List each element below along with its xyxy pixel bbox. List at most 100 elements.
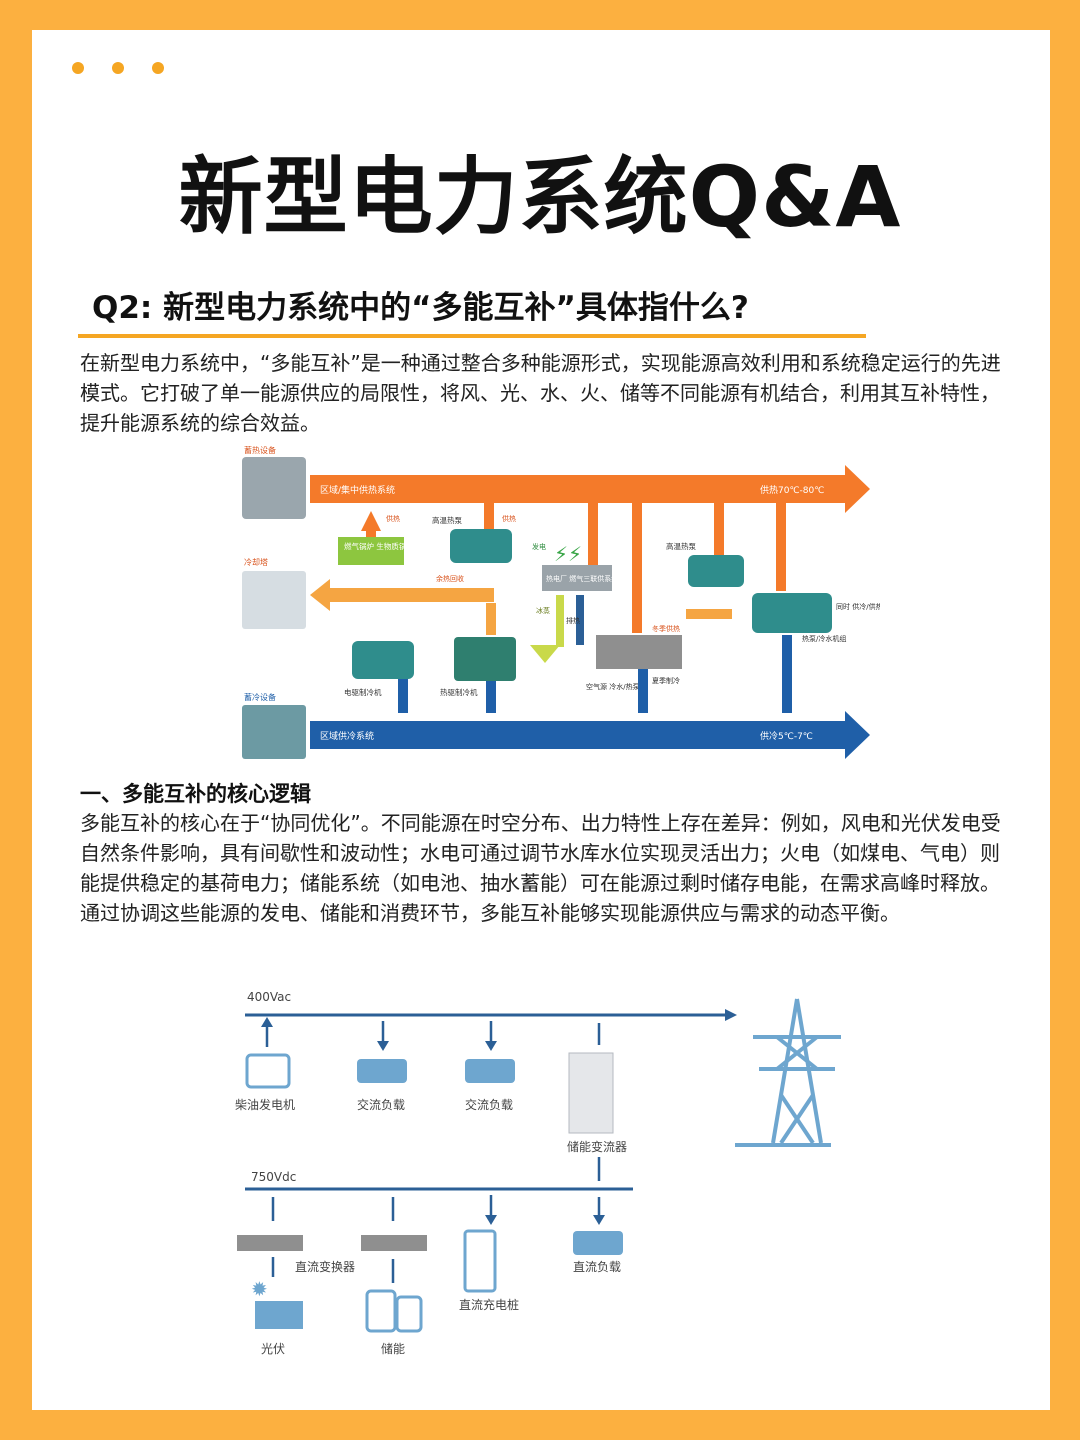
cooling-tower-label: 冷却塔 — [244, 557, 268, 567]
heating-arrow-head — [845, 465, 870, 513]
dc-converter-label: 直流变换器 — [295, 1259, 355, 1274]
heat-pump-2-up-arrow — [714, 503, 724, 555]
ac-load-1-arrow-head — [377, 1041, 389, 1051]
intro-paragraph: 在新型电力系统中，“多能互补”是一种通过整合多种能源形式，实现能源高效利用和系统… — [80, 351, 1001, 435]
air-source-label: 空气源 冷水/热泵 — [586, 682, 640, 691]
air-source-up-arrow — [632, 503, 642, 633]
heat-pump-2-label: 高温热泵 — [666, 541, 696, 551]
heating-line-label: 区域/集中供热系统 — [320, 484, 395, 496]
pcs-label: 储能变流器 — [567, 1139, 627, 1154]
diesel-generator-icon — [245, 1053, 291, 1089]
boiler-box — [338, 537, 404, 565]
heat-pump-1-image — [450, 529, 512, 563]
cooling-line-label: 区域供冷系统 — [320, 730, 374, 742]
hp-chiller-image — [752, 593, 832, 633]
energy-system-diagram: 区域/集中供热系统 供热70℃-80℃ 区域供冷系统 供冷5℃-7℃ 蓄热设备 … — [242, 445, 880, 759]
electric-chiller-down-arrow — [398, 679, 408, 713]
exhaust-line — [576, 595, 584, 645]
storage-heat-image — [242, 457, 306, 519]
heat-pump-1-up-arrow — [484, 503, 494, 529]
cooling-tower-image — [242, 571, 306, 629]
ac-load-1-icon — [357, 1059, 407, 1083]
content-card — [32, 30, 1050, 1410]
electric-chiller-label: 电驱制冷机 — [344, 687, 382, 697]
boiler-up-arrow — [361, 511, 381, 531]
ac-bus-label: 400Vac — [247, 990, 291, 1004]
dot-icon — [152, 62, 164, 74]
question-underline — [78, 334, 866, 338]
steam-arrow-head — [530, 645, 560, 663]
heat-pump-2-image — [688, 555, 744, 587]
ac-load-2-icon — [465, 1059, 515, 1083]
dot-icon — [72, 62, 84, 74]
winter-heat-arrow — [686, 609, 732, 619]
boiler-label: 燃气锅炉 生物质锅炉 — [344, 541, 414, 551]
lightning-icon: ⚡⚡ — [554, 542, 582, 566]
summer-cool-label: 夏季制冷 — [652, 676, 680, 685]
dc-load-arrow-head — [593, 1215, 605, 1225]
exhaust-label: 排热 — [566, 616, 580, 625]
transmission-tower-icon — [735, 998, 841, 1147]
dc-load-label: 直流负载 — [573, 1260, 621, 1274]
cooling-line — [310, 721, 850, 749]
waste-heat-arrow-head — [310, 579, 330, 611]
diesel-arrow-head — [261, 1017, 273, 1027]
section-heading: 一、多能互补的核心逻辑 — [80, 782, 311, 806]
battery-2-icon — [395, 1295, 423, 1333]
waste-heat-arrow — [326, 588, 494, 602]
dc-converter-1-icon — [237, 1235, 303, 1251]
ac-bus-arrow-head — [725, 1009, 737, 1021]
heat-driven-chiller-up-arrow — [486, 603, 496, 635]
hp-chiller-down-arrow — [782, 635, 792, 713]
storage-cold-label: 蓄冷设备 — [244, 692, 276, 702]
cooling-arrow-head — [845, 711, 870, 759]
air-source-image — [596, 635, 682, 669]
solar-panel-icon — [255, 1301, 303, 1329]
heat-driven-chiller-image — [454, 637, 516, 681]
heat-supply-label-2: 供热 — [502, 514, 516, 523]
heating-line — [310, 475, 850, 503]
cooling-temp-label: 供冷5℃-7℃ — [760, 730, 813, 742]
storage-label: 储能 — [381, 1341, 405, 1356]
dc-converter-2-icon — [361, 1235, 427, 1251]
heat-supply-label-1: 供热 — [386, 514, 400, 523]
air-source-down-arrow — [638, 669, 648, 713]
heat-driven-chiller-down-arrow — [486, 681, 496, 713]
charger-arrow-head — [485, 1215, 497, 1225]
dc-load-icon — [573, 1231, 623, 1255]
storage-heat-label: 蓄热设备 — [244, 445, 276, 455]
boiler-up-arrow-stem — [366, 527, 376, 537]
electric-chiller-image — [352, 641, 414, 679]
ac-load-1-label: 交流负载 — [357, 1097, 405, 1112]
question-heading: Q2: 新型电力系统中的“多能互补”具体指什么? — [92, 290, 749, 326]
charger-label: 直流充电桩 — [459, 1297, 519, 1312]
dot-icon — [112, 62, 124, 74]
charger-icon — [463, 1229, 497, 1293]
chp-box — [542, 565, 612, 591]
page-title: 新型电力系统Q&A — [178, 148, 902, 246]
diesel-label: 柴油发电机 — [235, 1097, 295, 1112]
heating-temp-label: 供热70℃-80℃ — [760, 484, 824, 496]
steam-label: 冰蒸 — [536, 606, 550, 615]
battery-1-icon — [365, 1289, 397, 1333]
chp-up-arrow — [588, 503, 598, 565]
chp-label: 热电厂 燃气三联供系统 — [546, 574, 618, 583]
pcs-cabinet-icon — [568, 1052, 614, 1134]
ac-load-2-arrow-head — [485, 1041, 497, 1051]
microgrid-diagram: 400Vac 柴油发电机 交流负载 交流负载 储能变流器 750Vdc ✹ 光伏 — [235, 990, 841, 1356]
section-paragraph: 多能互补的核心在于“协同优化”。不同能源在时空分布、出力特性上存在差异：例如，风… — [80, 811, 1001, 925]
dc-bus-label: 750Vdc — [251, 1170, 296, 1184]
heat-driven-chiller-label: 热驱制冷机 — [440, 687, 478, 697]
hp-chiller-up-arrow — [776, 503, 786, 591]
power-gen-label: 发电 — [532, 542, 546, 551]
storage-cold-image — [242, 705, 306, 759]
ac-load-2-label: 交流负载 — [465, 1097, 513, 1112]
steam-arrow — [556, 595, 564, 647]
heat-pump-1-label: 高温热泵 — [432, 515, 462, 525]
sun-icon: ✹ — [251, 1277, 268, 1301]
hp-chiller-label: 热泵/冷水机组 — [802, 634, 846, 643]
pv-label: 光伏 — [261, 1342, 285, 1356]
simultaneous-label: 同时 供冷/供热 — [836, 602, 880, 611]
winter-heat-label: 冬季供热 — [652, 624, 680, 633]
waste-heat-label: 余热回收 — [436, 574, 464, 583]
